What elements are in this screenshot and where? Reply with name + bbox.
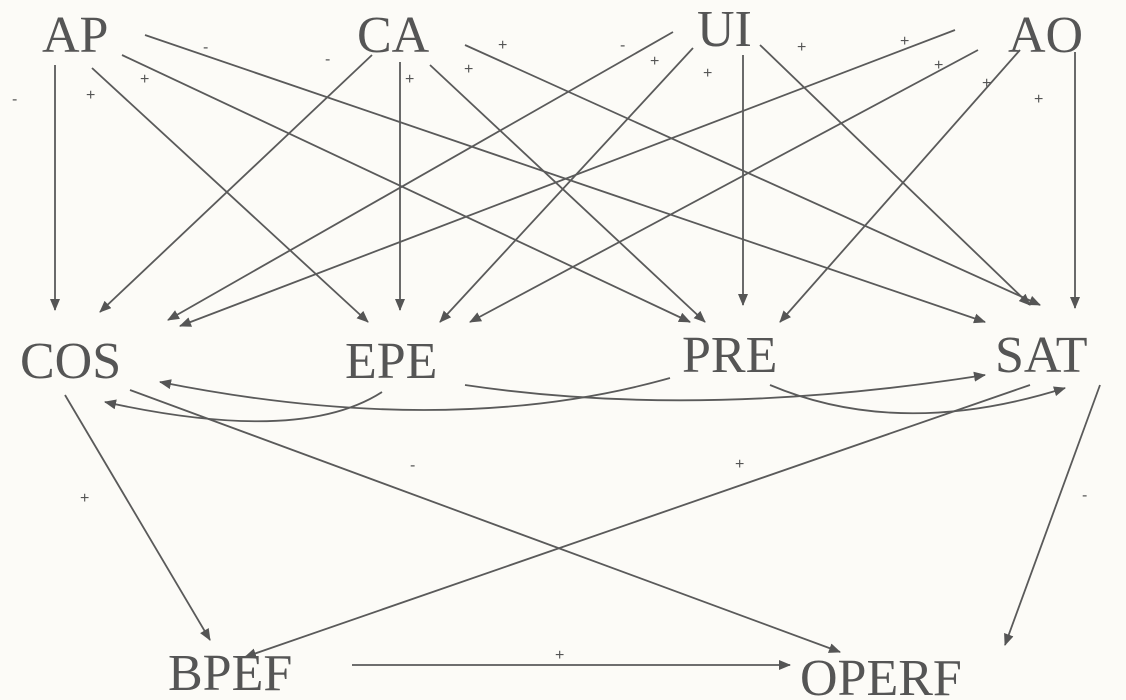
node-sat: SAT — [995, 327, 1087, 384]
sign-ui-to-sat: + — [797, 39, 806, 56]
edge-pre-to-cos — [159, 377, 671, 411]
edge-ap-to-pre — [121, 54, 691, 323]
sign-ui-to-cos: - — [620, 37, 625, 54]
sign-ca-to-epe: + — [405, 71, 414, 88]
edge-ca-to-cos — [99, 54, 373, 313]
node-operf: OPERF — [800, 650, 962, 700]
sign-ap-to-pre: + — [140, 71, 149, 88]
sign-ca-to-cos: - — [325, 51, 330, 68]
sign-ap-to-epe: + — [86, 87, 95, 104]
edge-sat-to-bpef — [244, 384, 1031, 659]
sign-bpef-to-operf: + — [555, 647, 564, 664]
node-bpef: BPEF — [168, 645, 292, 700]
edge-ui-to-cos — [167, 31, 674, 321]
edge-signs: - + + - - + + + - + + + + + + + + - + - + — [12, 33, 1087, 664]
edge-cos-to-operf — [129, 389, 841, 653]
node-cos: COS — [20, 333, 121, 390]
node-epe: EPE — [345, 333, 437, 390]
sign-cos-to-bpef: + — [80, 490, 89, 507]
edge-sat-to-operf — [1004, 384, 1101, 646]
edge-epe-to-cos — [104, 391, 383, 423]
edge-epe-to-sat — [464, 371, 986, 402]
edge-ap-to-epe — [91, 67, 369, 323]
node-ap: AP — [42, 7, 108, 64]
sign-ao-to-epe: + — [934, 57, 943, 74]
node-ca: CA — [357, 7, 430, 64]
edge-ui-to-sat — [759, 44, 1031, 306]
edges — [50, 29, 1101, 670]
sign-ca-to-sat: + — [498, 37, 507, 54]
sign-cos-to-operf: - — [410, 457, 415, 474]
sign-sat-to-bpef: + — [735, 456, 744, 473]
edge-ca-to-sat — [464, 44, 1041, 306]
node-ui: UI — [697, 1, 752, 58]
edge-ca-to-pre — [429, 64, 706, 323]
sign-ui-to-epe: + — [650, 53, 659, 70]
edge-ui-to-epe — [439, 47, 694, 323]
edge-ao-to-epe — [469, 49, 979, 323]
edge-ao-to-pre — [779, 49, 1021, 323]
node-ao: AO — [1008, 7, 1083, 64]
sign-ap-to-cos: - — [12, 91, 17, 108]
edge-cos-to-bpef — [64, 394, 211, 641]
sign-ca-to-pre: + — [464, 61, 473, 78]
sign-ui-to-pre: + — [703, 65, 712, 82]
sign-sat-to-operf: - — [1082, 487, 1087, 504]
sign-ao-to-cos: + — [900, 33, 909, 50]
sign-ao-to-sat: + — [1034, 91, 1043, 108]
sign-ao-to-pre: + — [982, 75, 991, 92]
edge-pre-to-sat — [769, 384, 1066, 415]
nodes: AP CA UI AO COS EPE PRE SAT BPEF OPERF — [20, 1, 1087, 700]
node-pre: PRE — [682, 327, 777, 384]
sign-ap-to-sat: - — [203, 39, 208, 56]
edge-ao-to-cos — [179, 29, 956, 327]
